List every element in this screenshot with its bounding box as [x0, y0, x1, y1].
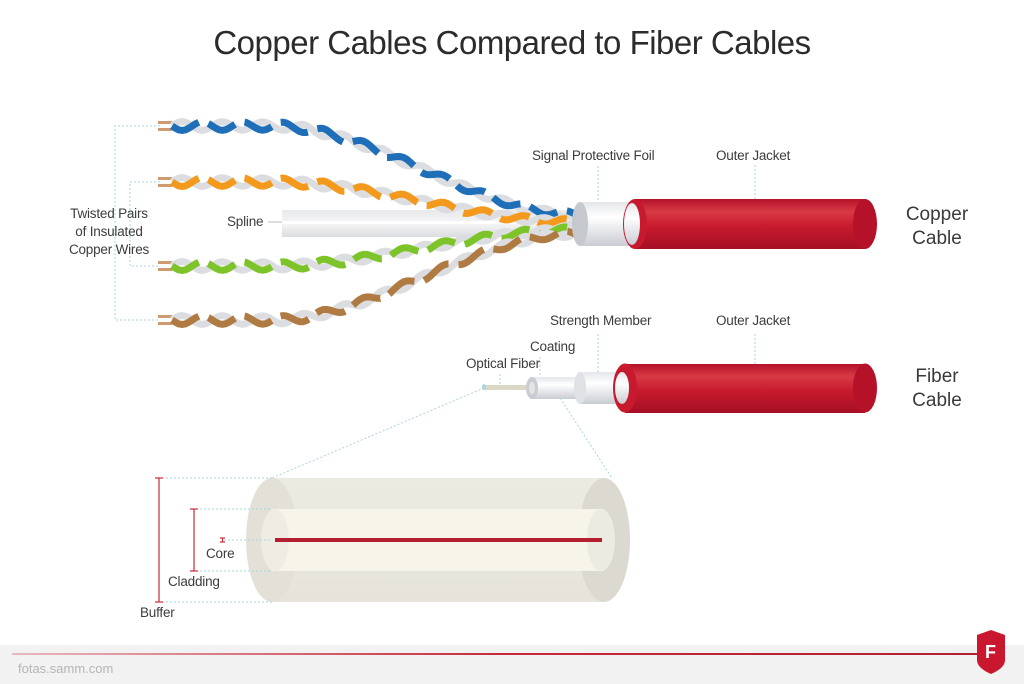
fiber-jacket-label: Outer Jacket [716, 313, 791, 328]
twisted-pairs-label-line3: Copper Wires [68, 242, 150, 257]
wire-green [170, 223, 577, 275]
fiber-cable-name: Fiber Cable [897, 365, 977, 413]
spline-label: Spline [227, 214, 264, 229]
foil-label: Signal Protective Foil [532, 148, 655, 163]
dimension-markers [155, 477, 225, 603]
footer-url: fotas.samm.com [18, 661, 114, 676]
logo-shield-icon [977, 630, 1005, 674]
copper-outer-jacket [635, 199, 865, 249]
wire-orange [170, 174, 577, 228]
fiber-cable-name-line1: Fiber [915, 366, 959, 387]
page-title: Copper Cables Compared to Fiber Cables [213, 24, 811, 61]
copper-tip [158, 322, 172, 325]
core-label: Core [206, 546, 235, 561]
copper-tip [158, 315, 172, 318]
core [275, 538, 602, 542]
copper-cable-name: Copper Cable [897, 203, 977, 251]
fiber-cable-name-line2: Cable [912, 390, 962, 411]
copper-jacket-label: Outer Jacket [716, 148, 791, 163]
fiber-cable [271, 333, 877, 479]
wire-blue [170, 118, 577, 219]
copper-cable-name-line1: Copper [905, 204, 969, 225]
footer-rule [12, 653, 982, 655]
copper-cable-name-line2: Cable [912, 228, 962, 249]
cladding-label: Cladding [168, 574, 220, 589]
copper-tip [158, 184, 172, 187]
twisted-pairs [158, 117, 577, 329]
twisted-pairs-label: Twisted Pairs of Insulated Copper Wires [60, 205, 158, 259]
wire-brown [170, 227, 577, 329]
copper-tip [158, 177, 172, 180]
twisted-pairs-label-line1: Twisted Pairs [70, 206, 148, 221]
fiber-outer-jacket [625, 364, 865, 413]
copper-tip [158, 128, 172, 131]
optical-fiber [484, 385, 532, 390]
optical-fiber-label: Optical Fiber [466, 356, 540, 371]
copper-tip [158, 261, 172, 264]
footer-bar [0, 645, 1024, 684]
coating-label: Coating [530, 339, 576, 354]
buffer-label: Buffer [140, 605, 175, 620]
copper-cable [572, 165, 877, 249]
fiber-detail [155, 477, 630, 603]
copper-tip [158, 268, 172, 271]
twisted-pairs-label-line2: of Insulated [75, 224, 143, 239]
copper-tip [158, 121, 172, 124]
strength-member-label: Strength Member [550, 313, 652, 328]
twisted-pairs-leader [114, 125, 160, 321]
logo-letter: F [985, 642, 996, 662]
